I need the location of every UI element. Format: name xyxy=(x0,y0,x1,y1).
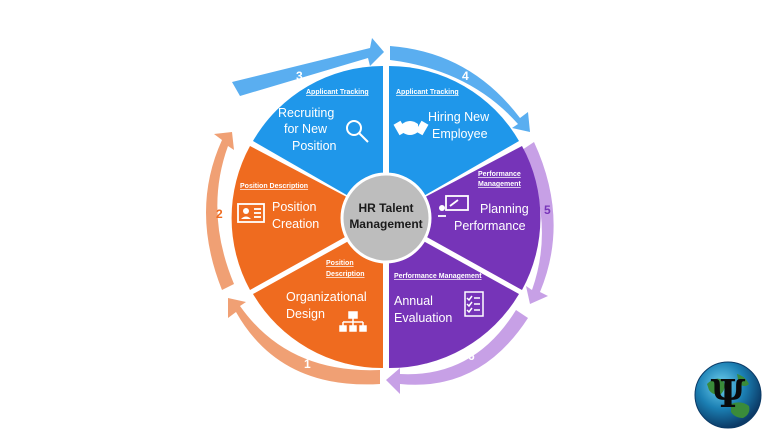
title-org-1: Organizational xyxy=(286,290,367,304)
checklist-icon xyxy=(464,291,484,317)
arrow-5-to-6 xyxy=(522,142,554,304)
step-number-5: 5 xyxy=(544,203,551,217)
handshake-icon xyxy=(393,120,429,136)
sectors xyxy=(231,65,541,369)
tag-hiring: Applicant Tracking xyxy=(396,89,459,96)
sector-hiring xyxy=(389,65,519,216)
title-recruiting-1: Recruiting xyxy=(278,106,334,120)
title-evaluation-1: Annual xyxy=(394,294,433,308)
sector-evaluation xyxy=(389,222,519,369)
tag-position-creation: Position Description xyxy=(240,183,308,190)
title-org-2: Design xyxy=(286,307,325,321)
center-circle xyxy=(340,172,432,264)
step-number-4: 4 xyxy=(462,69,469,83)
title-hiring-2: Employee xyxy=(432,127,488,141)
title-position-2: Creation xyxy=(272,217,319,231)
arrow-6-to-1 xyxy=(386,310,528,394)
psi-symbol: Ψ xyxy=(711,371,746,416)
step-number-1: 1 xyxy=(304,357,311,371)
title-hiring-1: Hiring New xyxy=(428,110,490,124)
arrow-4-to-5 xyxy=(390,46,530,132)
step-number-6: 6 xyxy=(468,349,475,363)
title-planning-1: Planning xyxy=(480,202,529,216)
presentation-icon xyxy=(438,195,469,217)
arrow-3-to-4 xyxy=(232,38,384,96)
title-recruiting-2: for New xyxy=(284,122,328,136)
center-title-line2: Management xyxy=(349,217,422,231)
sector-planning xyxy=(389,146,541,290)
id-card-icon xyxy=(237,203,265,223)
psi-globe-icon: Ψ xyxy=(693,360,763,430)
tag-org-2: Description xyxy=(326,271,365,278)
tag-planning-2: Management xyxy=(478,181,521,188)
outer-arrows xyxy=(206,38,554,394)
step-number-3: 3 xyxy=(296,69,303,83)
sector-recruiting xyxy=(253,65,383,216)
title-planning-2: Performance xyxy=(454,219,526,233)
title-position-1: Position xyxy=(272,200,317,214)
title-evaluation-2: Evaluation xyxy=(394,311,452,325)
center-title-line1: HR Talent xyxy=(358,201,413,215)
tag-org-1: Position xyxy=(326,260,354,267)
arrow-1-to-2 xyxy=(228,298,380,385)
tag-evaluation: Performance Management xyxy=(394,273,482,280)
title-recruiting-3: Position xyxy=(292,139,337,153)
org-chart-icon xyxy=(339,311,367,332)
sector-position-creation xyxy=(231,146,383,290)
tag-planning-1: Performance xyxy=(478,171,521,178)
arrow-2-to-3 xyxy=(206,132,234,290)
search-icon xyxy=(346,120,369,143)
step-number-2: 2 xyxy=(216,207,223,221)
tag-recruiting: Applicant Tracking xyxy=(306,89,369,96)
